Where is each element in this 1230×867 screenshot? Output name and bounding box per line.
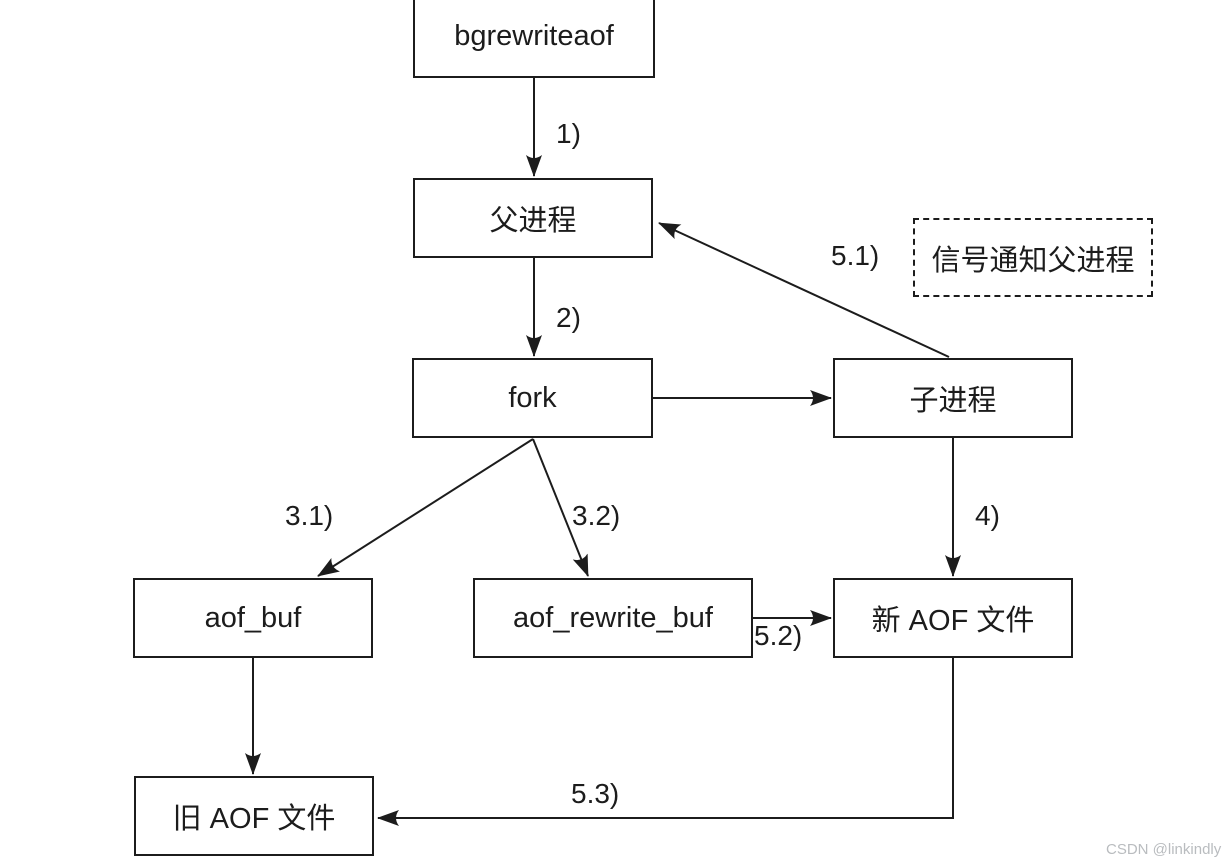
edge-label-step3-1: 3.1)	[285, 500, 334, 531]
node-aof-rewrite-buf-label: aof_rewrite_buf	[513, 601, 713, 634]
watermark-text: CSDN @linkindly	[1106, 841, 1222, 858]
edge-step5-1-arrow	[658, 222, 950, 358]
node-child-process-label: 子进程	[909, 385, 997, 417]
node-parent-process-label: 父进程	[489, 205, 577, 237]
node-fork-label: fork	[508, 381, 557, 414]
edge-label-step3-2: 3.2)	[572, 500, 621, 531]
node-bgrewriteaof-label: bgrewriteaof	[454, 19, 614, 52]
edge-label-step2: 2)	[556, 302, 581, 333]
node-signal-note-label: 信号通知父进程	[931, 244, 1135, 277]
node-child-process: 子进程	[833, 358, 1073, 438]
edge-step5-3-arrow	[377, 658, 954, 826]
edge-step3-1-arrow	[317, 438, 534, 577]
node-old-aof-file-label: 旧 AOF 文件	[172, 803, 336, 835]
node-fork: fork	[412, 358, 653, 438]
edge-label-step5-2: 5.2)	[754, 620, 803, 651]
node-new-aof-file-label: 新 AOF 文件	[871, 605, 1035, 637]
node-signal-note: 信号通知父进程	[913, 218, 1153, 297]
node-aof-rewrite-buf: aof_rewrite_buf	[473, 578, 753, 658]
node-bgrewriteaof: bgrewriteaof	[413, 0, 655, 78]
node-parent-process: 父进程	[413, 178, 653, 258]
node-old-aof-file: 旧 AOF 文件	[134, 776, 374, 856]
edge-step3-2-arrow	[532, 438, 589, 577]
edge-label-step5-1: 5.1)	[831, 240, 880, 271]
node-aof-buf-label: aof_buf	[204, 601, 302, 634]
edge-label-step5-3: 5.3)	[571, 778, 620, 809]
node-aof-buf: aof_buf	[133, 578, 373, 658]
node-new-aof-file: 新 AOF 文件	[833, 578, 1073, 658]
edge-label-step1: 1)	[556, 118, 581, 149]
edge-label-step4: 4)	[975, 500, 1000, 531]
